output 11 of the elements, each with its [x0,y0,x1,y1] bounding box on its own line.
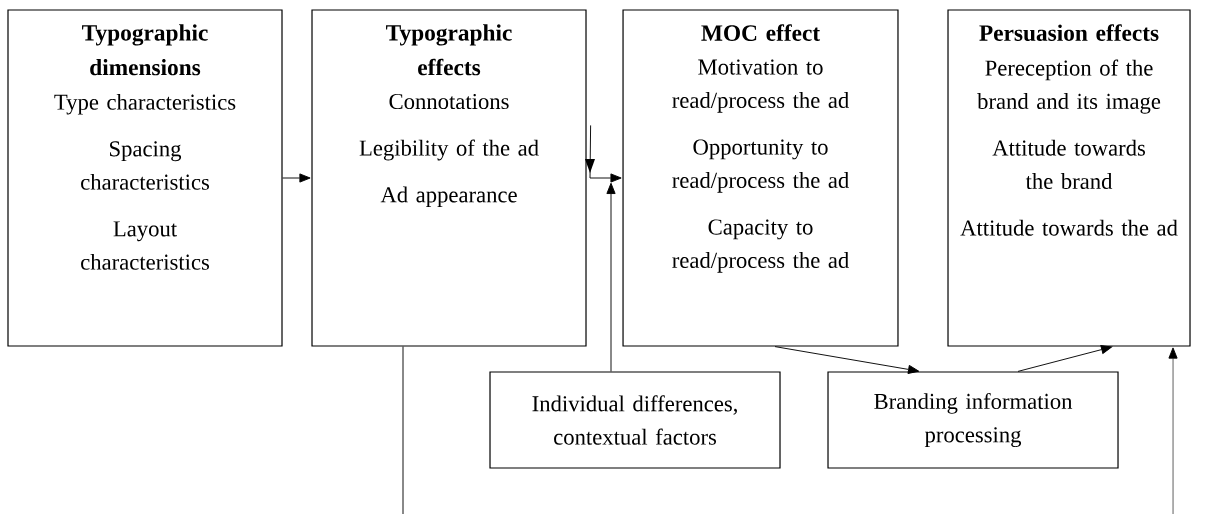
process-box: Branding information processing [827,371,1119,469]
process-box: Persuasion effects Pereception of the brand and its image Attitude towards the brand Attitude towards the ad [947,9,1191,347]
arrow [606,182,616,372]
arrow [1017,345,1113,372]
arrow [774,346,920,374]
arrow [585,124,622,183]
arrow [282,173,311,183]
process-box: Typographic effects Connotations Legibility of the ad Ad appearance [311,9,587,347]
process-box: Typographic dimensions Type characteristics Spacing characteristics Layout characteristics [7,9,283,347]
process-box: Individual differences, contextual factors [489,371,781,469]
process-box: MOC effect Motivation to read/process the ad Opportunity to read/process the ad Capacity to read/process the ad [622,9,899,347]
